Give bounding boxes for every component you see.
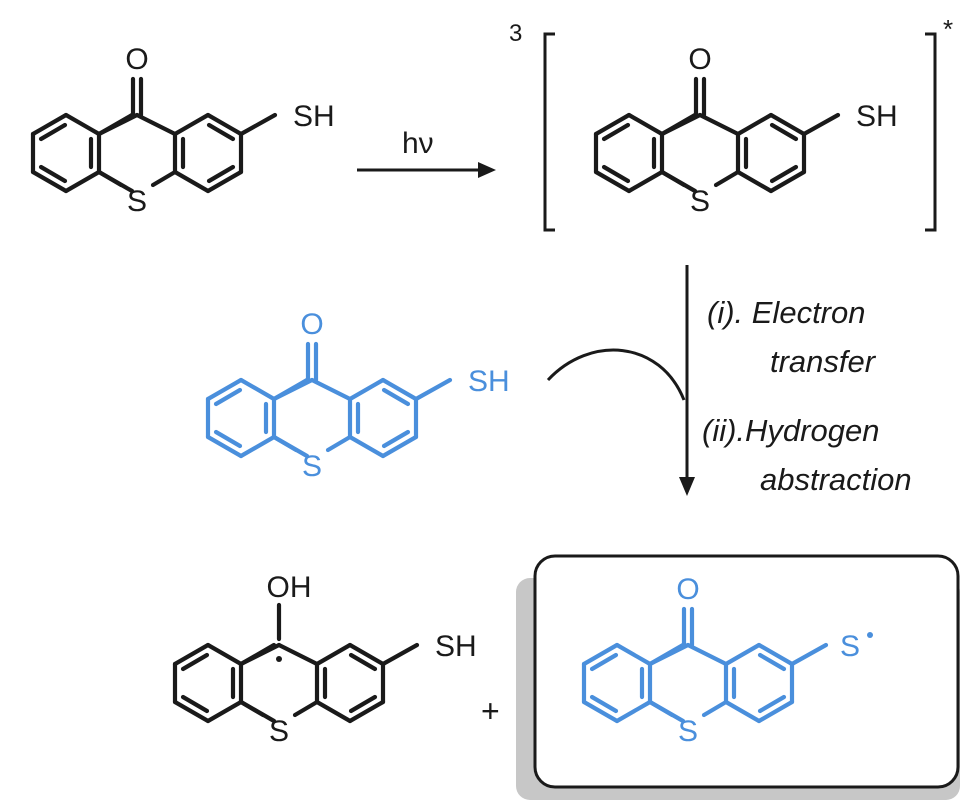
molecule-thioxanthone-start: O S SH	[33, 43, 335, 218]
oxygen-label: O	[676, 573, 699, 606]
hydroxyl-label: OH	[267, 571, 312, 604]
radical-dot	[276, 656, 282, 662]
curved-arrow	[546, 348, 686, 401]
oxygen-label: O	[125, 43, 148, 76]
down-arrow	[679, 265, 695, 496]
thiol-label: SH	[435, 630, 477, 663]
photo-arrow: hν	[357, 127, 496, 178]
molecule-thiyl-radical: O S S	[584, 573, 873, 748]
molecule-thioxanthone-triplet: O S SH	[596, 43, 898, 218]
step-2-label-line2: abstraction	[760, 462, 912, 497]
thiol-label: SH	[856, 100, 898, 133]
triplet-superscript: 3	[509, 20, 522, 47]
sulfur-label: S	[302, 450, 322, 483]
sulfur-label: S	[127, 185, 147, 218]
molecule-ketyl-radical: OH S SH	[175, 571, 477, 748]
step-1-label-line2: transfer	[770, 344, 877, 379]
plus-sign: +	[481, 693, 500, 729]
sulfur-label: S	[269, 715, 289, 748]
thiyl-label: S	[840, 630, 860, 663]
photon-label: hν	[402, 127, 434, 160]
sulfur-label: S	[690, 185, 710, 218]
excited-asterisk: *	[943, 14, 953, 44]
thiol-label: SH	[468, 365, 510, 398]
step-1-label-line1: (i). Electron	[707, 295, 865, 330]
molecule-thioxanthone-reagent: O S SH	[208, 308, 510, 483]
radical-dot	[867, 632, 873, 638]
oxygen-label: O	[688, 43, 711, 76]
excited-bracket	[543, 32, 937, 232]
step-2-label-line1: (ii).Hydrogen	[702, 413, 879, 448]
oxygen-label: O	[300, 308, 323, 341]
thiol-label: SH	[293, 100, 335, 133]
product-box	[533, 554, 960, 789]
sulfur-label: S	[678, 715, 698, 748]
